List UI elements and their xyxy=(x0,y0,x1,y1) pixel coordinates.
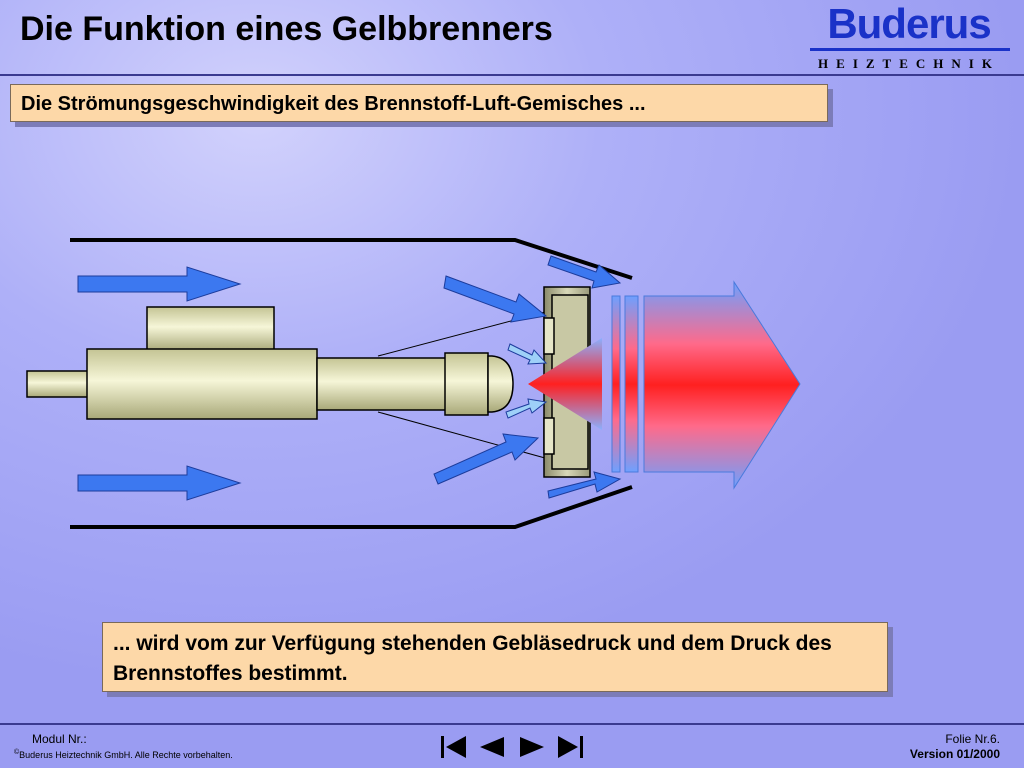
air-flow-arrows xyxy=(77,266,242,501)
nozzle-air-arrows xyxy=(505,343,548,419)
slide-number: Folie Nr.6. xyxy=(945,732,1000,746)
next-icon xyxy=(520,737,544,757)
copyright-symbol: © xyxy=(14,749,20,756)
burner-tube xyxy=(70,238,633,529)
fuel-pump xyxy=(146,306,275,352)
version-label: Version 01/2000 xyxy=(909,747,1000,761)
slide-title: Die Funktion eines Gelbbrenners xyxy=(20,10,553,48)
copyright-text: ©Buderus Heiztechnik GmbH. Alle Rechte v… xyxy=(14,749,233,760)
last-icon xyxy=(558,736,583,758)
caption-bottom: ... wird vom zur Verfügung stehenden Geb… xyxy=(102,622,888,692)
copyright-label: Buderus Heiztechnik GmbH. Alle Rechte vo… xyxy=(19,750,233,760)
air-arrow-bottom xyxy=(77,465,242,501)
fuel-inlet-pipe xyxy=(26,370,91,398)
slide-navigation xyxy=(438,733,588,761)
previous-icon xyxy=(480,737,504,757)
combustion-air-arrow xyxy=(433,433,540,485)
buderus-logo: Buderus HEIZTECHNIK xyxy=(806,2,1012,74)
previous-slide-button[interactable] xyxy=(476,733,508,761)
logo-wordmark: Buderus xyxy=(827,0,991,47)
next-slide-button[interactable] xyxy=(516,733,548,761)
nozzle-tip xyxy=(487,355,514,413)
burner-body xyxy=(86,348,318,420)
nozzle-air-arrow xyxy=(507,343,548,365)
combustion-air-arrow xyxy=(547,255,622,289)
combustion-air-arrows xyxy=(433,255,622,499)
first-icon xyxy=(441,736,466,758)
flame-arrow xyxy=(643,280,801,490)
modul-label: Modul Nr.: xyxy=(32,732,87,746)
header-divider xyxy=(0,74,1024,76)
nozzle-rod xyxy=(316,357,448,411)
caption-top: Die Strömungsgeschwindigkeit des Brennst… xyxy=(10,84,828,122)
spray-cone xyxy=(528,338,602,430)
air-arrow-top xyxy=(77,266,242,302)
logo-rule xyxy=(810,48,1010,51)
footer-divider xyxy=(0,723,1024,725)
combustion-air-arrow xyxy=(443,275,548,323)
logo-subtitle: HEIZTECHNIK xyxy=(818,56,1000,71)
flame-bands xyxy=(611,295,639,473)
last-slide-button[interactable] xyxy=(554,733,586,761)
first-slide-button[interactable] xyxy=(438,733,470,761)
combustion-air-arrow xyxy=(547,471,622,499)
nozzle-holder xyxy=(444,352,489,416)
nozzle-air-arrow xyxy=(505,398,548,419)
